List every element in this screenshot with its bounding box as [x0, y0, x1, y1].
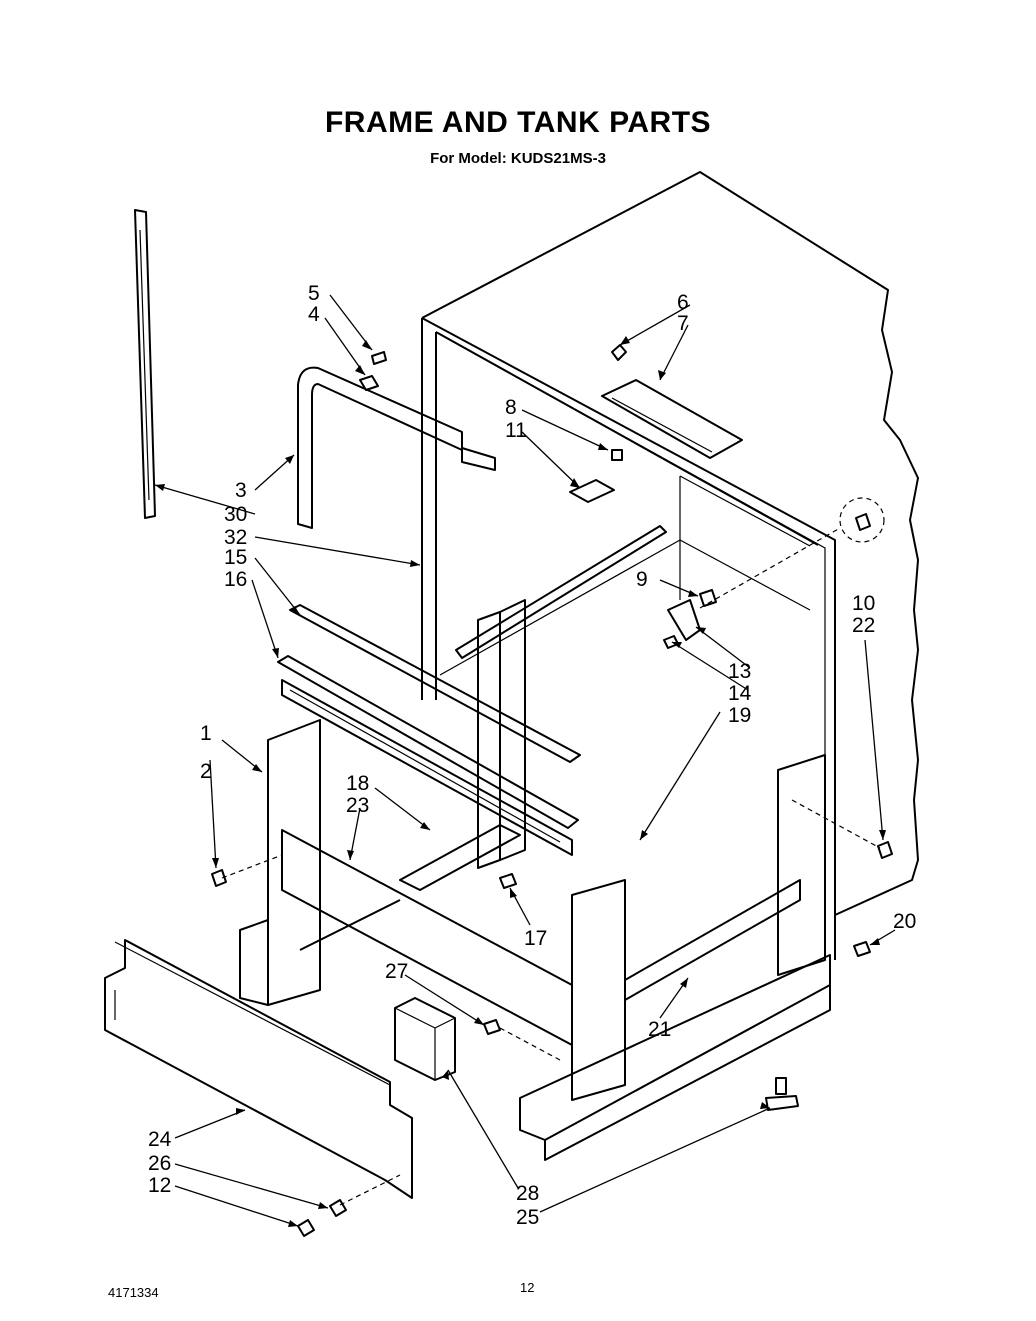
callout-23: 23 [346, 794, 369, 817]
callout-19: 19 [728, 704, 751, 727]
top-bracket-part [601, 379, 743, 459]
callout-28: 28 [516, 1182, 539, 1205]
base-frame-part [239, 599, 831, 1161]
callout-13: 13 [728, 660, 751, 683]
callout-25: 25 [516, 1206, 539, 1229]
tub-tube-part [297, 366, 496, 529]
callout-22: 22 [852, 614, 875, 637]
callout-11: 11 [505, 419, 527, 442]
nut-part [839, 497, 885, 543]
callout-15: 15 [224, 546, 247, 569]
callout-27: 27 [385, 960, 408, 983]
callout-9: 9 [636, 568, 648, 591]
callout-20: 20 [893, 910, 916, 933]
screw-icons [211, 344, 893, 1237]
clip-part [569, 479, 615, 503]
model-subtitle: For Model: KUDS21MS-3 [430, 150, 606, 167]
callout-32: 32 [224, 526, 247, 549]
callout-17: 17 [524, 927, 547, 950]
callout-12: 12 [148, 1174, 171, 1197]
callout-5: 5 [308, 282, 320, 305]
toe-panel-part [104, 939, 413, 1199]
callout-1: 1 [200, 722, 212, 745]
callout-6: 6 [677, 291, 689, 314]
side-rail-part [134, 209, 156, 519]
front-rail-part [277, 604, 581, 856]
diagram-title: FRAME AND TANK PARTS [324, 106, 712, 139]
callout-26: 26 [148, 1152, 171, 1175]
callout-14: 14 [728, 682, 752, 705]
callout-21: 21 [648, 1018, 671, 1041]
callout-10: 10 [852, 592, 875, 615]
alignment-lines [221, 527, 881, 1206]
tank-outline [421, 171, 919, 960]
callout-24: 24 [148, 1128, 172, 1151]
callout-4: 4 [308, 303, 320, 326]
page-number: 12 [520, 1280, 535, 1295]
inner-rail-part [455, 525, 667, 659]
callout-3: 3 [235, 479, 247, 502]
mount-bracket-part [667, 599, 701, 641]
callout-18: 18 [346, 772, 369, 795]
control-box-part [394, 997, 456, 1081]
document-number: 4171334 [108, 1285, 159, 1300]
callout-labels: 5 4 6 7 8 11 3 30 32 15 16 9 10 22 13 14… [148, 282, 916, 1229]
callout-7: 7 [677, 312, 689, 335]
callout-16: 16 [224, 568, 247, 591]
arrow-heads [155, 336, 886, 1227]
callout-2: 2 [200, 760, 212, 783]
callout-30: 30 [224, 503, 247, 526]
leveling-leg-part [765, 1077, 799, 1111]
leader-lines [154, 294, 896, 1227]
callout-8: 8 [505, 396, 517, 419]
